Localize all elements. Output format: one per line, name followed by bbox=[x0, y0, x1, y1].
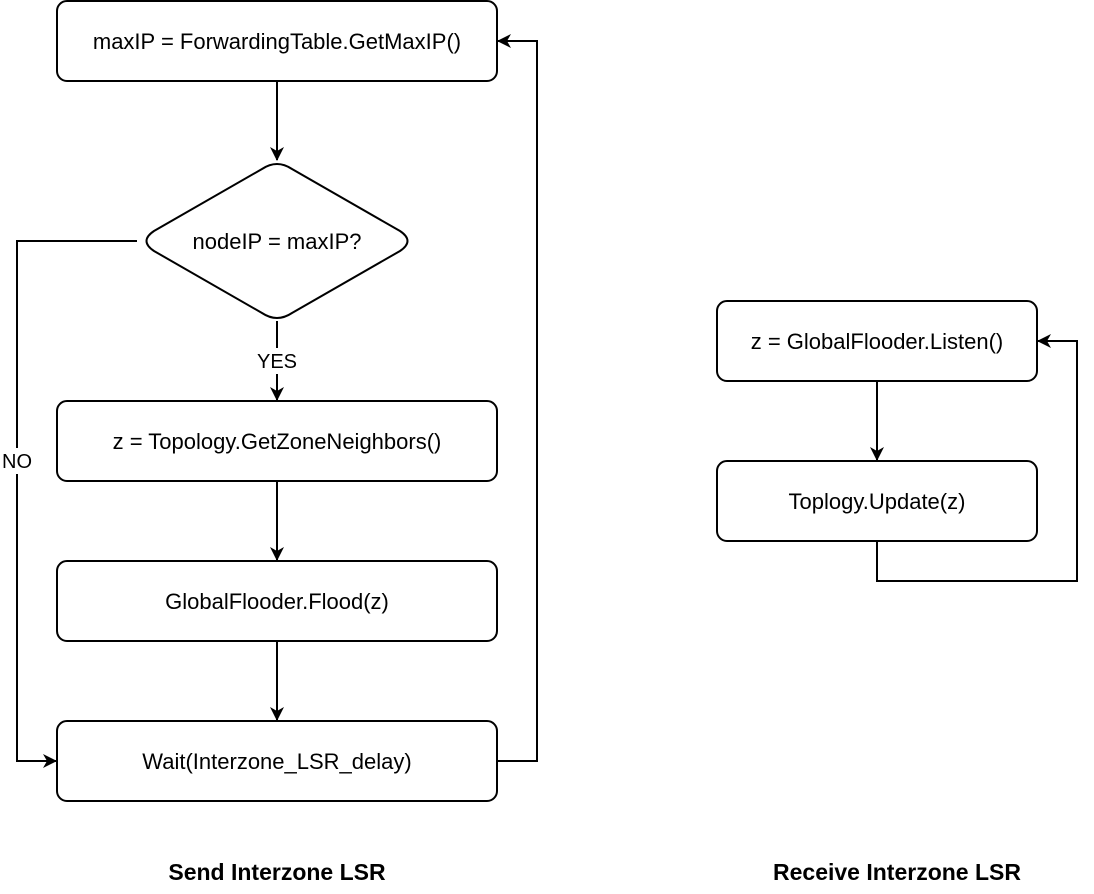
yes-edge-label: YES bbox=[257, 351, 297, 373]
node-decision: nodeIP = maxIP? bbox=[145, 163, 409, 319]
node-update-label: Toplogy.Update(z) bbox=[789, 489, 966, 514]
receive-flow-caption: Receive Interzone LSR bbox=[773, 859, 1021, 885]
node-wait-label: Wait(Interzone_LSR_delay) bbox=[142, 749, 411, 774]
receive-flow: z = GlobalFlooder.Listen() Toplogy.Updat… bbox=[716, 300, 1078, 885]
node-update: Toplogy.Update(z) bbox=[716, 460, 1038, 542]
node-flood: GlobalFlooder.Flood(z) bbox=[56, 560, 498, 642]
edge-decision-no-to-wait bbox=[16, 240, 137, 768]
node-get-max-ip: maxIP = ForwardingTable.GetMaxIP() bbox=[56, 0, 498, 82]
yes-label-background bbox=[252, 348, 302, 374]
node-get-max-ip-label: maxIP = ForwardingTable.GetMaxIP() bbox=[93, 29, 461, 54]
no-edge-label: NO bbox=[2, 451, 32, 473]
no-label-background bbox=[0, 448, 34, 474]
send-flow-caption: Send Interzone LSR bbox=[168, 859, 386, 885]
node-get-zone-neighbors: z = Topology.GetZoneNeighbors() bbox=[56, 400, 498, 482]
node-listen-label: z = GlobalFlooder.Listen() bbox=[751, 329, 1004, 354]
edge-wait-loop-to-getmaxip bbox=[497, 34, 538, 762]
node-wait: Wait(Interzone_LSR_delay) bbox=[56, 720, 498, 802]
edge-update-loop-to-listen bbox=[876, 334, 1078, 582]
node-decision-label: nodeIP = maxIP? bbox=[193, 229, 362, 254]
node-listen: z = GlobalFlooder.Listen() bbox=[716, 300, 1038, 382]
node-get-zone-neighbors-label: z = Topology.GetZoneNeighbors() bbox=[113, 429, 442, 454]
send-flow: YES NO maxIP = ForwardingTable.GetMaxIP(… bbox=[0, 0, 538, 885]
node-flood-label: GlobalFlooder.Flood(z) bbox=[165, 589, 389, 614]
